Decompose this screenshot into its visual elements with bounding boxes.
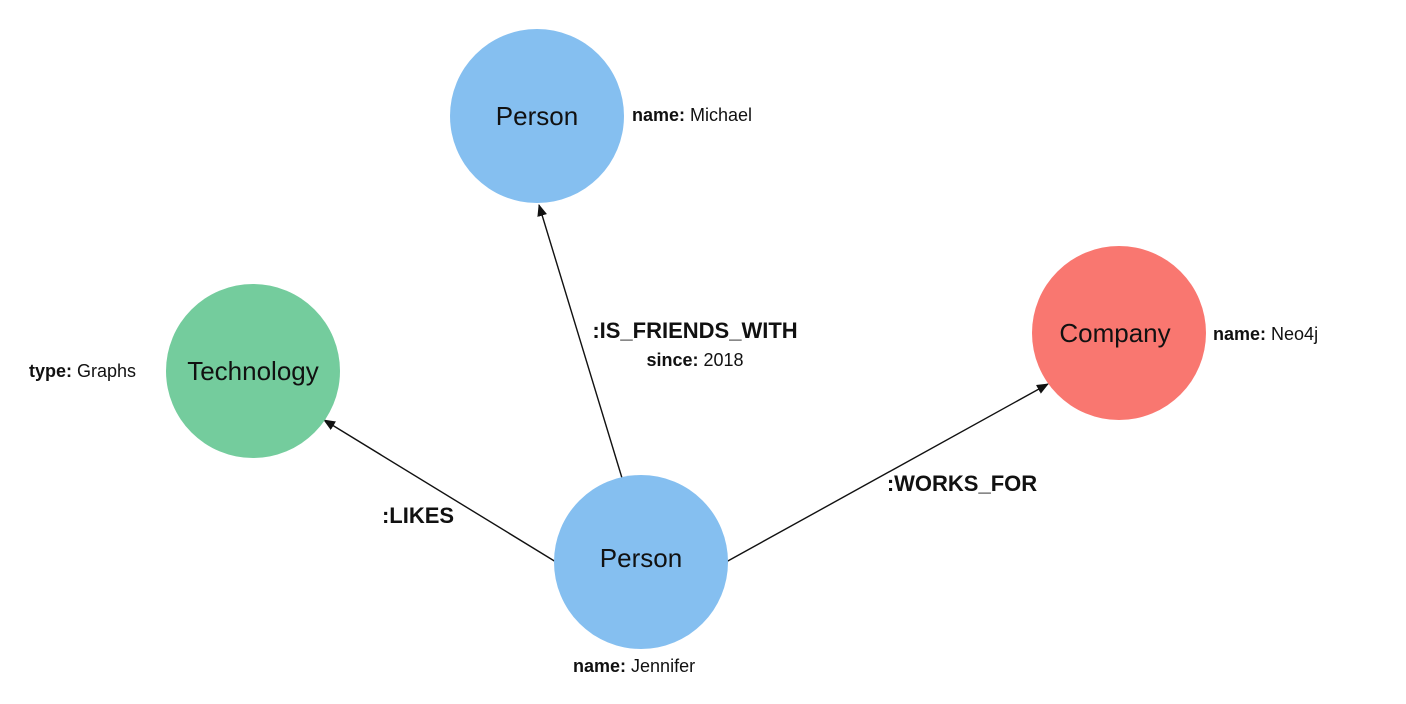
property-key: name: [573, 656, 626, 676]
node-label: Person [600, 543, 682, 573]
node-property-company: name: Neo4j [1213, 324, 1318, 344]
node-michael[interactable]: Person [450, 29, 624, 203]
node-company[interactable]: Company [1032, 246, 1206, 420]
node-circle [450, 29, 624, 203]
property-key: since: [646, 350, 698, 370]
property-key: name: [632, 105, 685, 125]
edge-works-for [725, 383, 1049, 563]
node-technology[interactable]: Technology [166, 284, 340, 458]
edge-is-friends-with [537, 204, 623, 479]
node-property-technology: type: Graphs [29, 361, 136, 381]
node-circle [166, 284, 340, 458]
node-circle [1032, 246, 1206, 420]
node-label: Technology [187, 356, 319, 386]
relationship-label-likes: :LIKES [382, 503, 454, 528]
property-value: Graphs [77, 361, 136, 381]
node-property-michael: name: Michael [632, 105, 752, 125]
node-label: Person [496, 101, 578, 131]
edge-likes [323, 419, 557, 563]
node-circle [554, 475, 728, 649]
property-value: Jennifer [631, 656, 695, 676]
property-key: name: [1213, 324, 1266, 344]
property-value: Michael [690, 105, 752, 125]
relationship-label-is-friends-with: :IS_FRIENDS_WITH [592, 318, 797, 343]
node-property-jennifer: name: Jennifer [573, 656, 695, 676]
property-value: Neo4j [1271, 324, 1318, 344]
property-key: type: [29, 361, 72, 381]
relationship-property-since: since: 2018 [646, 350, 743, 370]
relationship-label-works-for: :WORKS_FOR [887, 471, 1037, 496]
node-jennifer[interactable]: Person [554, 475, 728, 649]
property-value: 2018 [704, 350, 744, 370]
node-label: Company [1059, 318, 1170, 348]
